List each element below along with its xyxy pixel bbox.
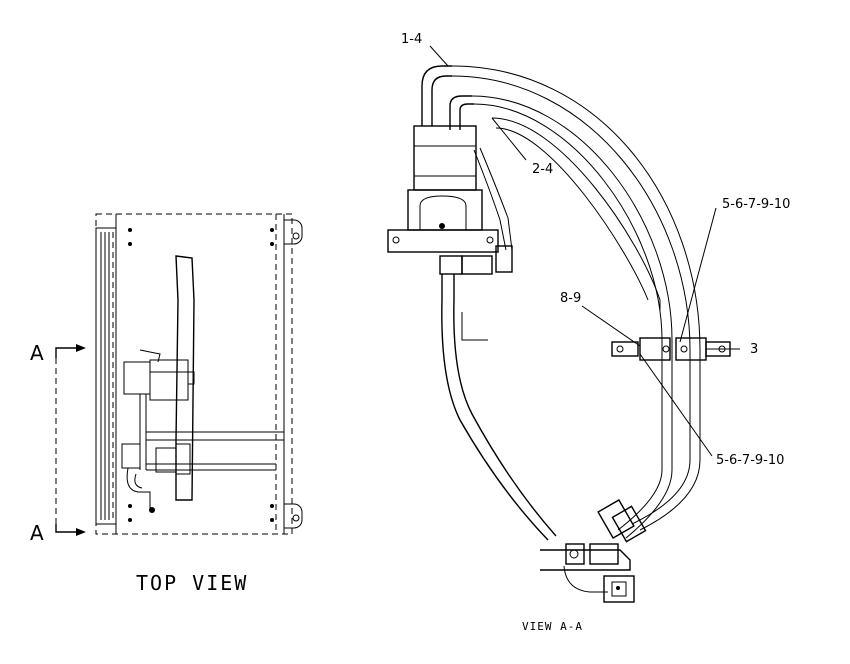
section-view-title: VIEW A-A [522, 620, 583, 633]
callout-5-6-7-9-10-lower: 5-6-7-9-10 [716, 453, 784, 468]
top-view-title: TOP VIEW [136, 571, 248, 595]
callout-2-4: 2-4 [532, 162, 553, 177]
callout-5-6-7-9-10-upper: 5-6-7-9-10 [722, 197, 790, 212]
callout-3: 3 [750, 342, 758, 357]
section-marker-upper: A [30, 341, 44, 365]
section-marker-lower: A [30, 521, 44, 545]
top-view-drawing [55, 213, 303, 536]
callout-8-9: 8-9 [560, 291, 581, 306]
section-view-drawing [387, 45, 740, 603]
callout-1-4: 1-4 [401, 32, 422, 47]
